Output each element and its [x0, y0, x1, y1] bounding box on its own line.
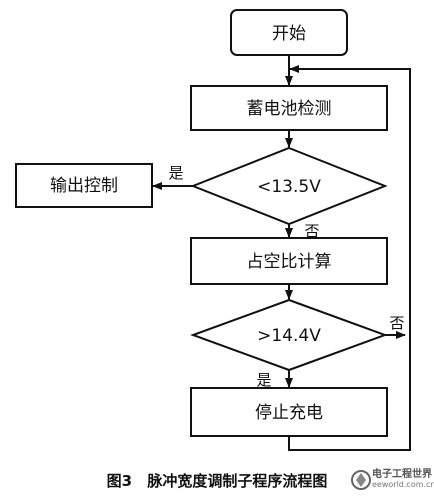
duty-calc-node: 占空比计算 [190, 237, 388, 285]
decision-2-node: >14.4V [190, 298, 388, 372]
start-label: 开始 [272, 24, 306, 44]
label-no-2: 否 [389, 314, 404, 332]
output-control-node: 输出控制 [15, 163, 153, 208]
duty-calc-label: 占空比计算 [247, 252, 332, 272]
battery-check-label: 蓄电池检测 [247, 99, 332, 119]
decision-1-label: <13.5V [257, 177, 321, 197]
label-yes-2: 是 [256, 371, 271, 389]
figure-number: 图3 [106, 472, 133, 490]
start-node: 开始 [230, 9, 348, 56]
watermark-url: eeworld.com.cn [372, 480, 434, 489]
watermark-logo: 电子工程世界 eeworld.com.cn [350, 461, 434, 501]
figure-caption: 图3 脉冲宽度调制子程序流程图 [0, 470, 434, 496]
flowchart-diagram: 开始 蓄电池检测 <13.5V 输出控制 占空比计算 >14.4V [15, 9, 411, 451]
stop-charge-label: 停止充电 [255, 403, 323, 423]
flow-edges [152, 55, 411, 451]
label-no-1: 否 [304, 222, 319, 240]
edge-loop-back [288, 65, 411, 451]
label-yes-1: 是 [168, 164, 183, 182]
output-control-label: 输出控制 [50, 176, 118, 196]
decision-1-node: <13.5V [190, 146, 388, 226]
watermark-emblem-icon [351, 470, 371, 490]
watermark-brand: 电子工程世界 [372, 469, 432, 480]
stop-charge-node: 停止充电 [190, 387, 388, 437]
battery-check-node: 蓄电池检测 [190, 85, 388, 131]
figure-title: 脉冲宽度调制子程序流程图 [147, 472, 328, 490]
decision-2-label: >14.4V [257, 326, 321, 346]
